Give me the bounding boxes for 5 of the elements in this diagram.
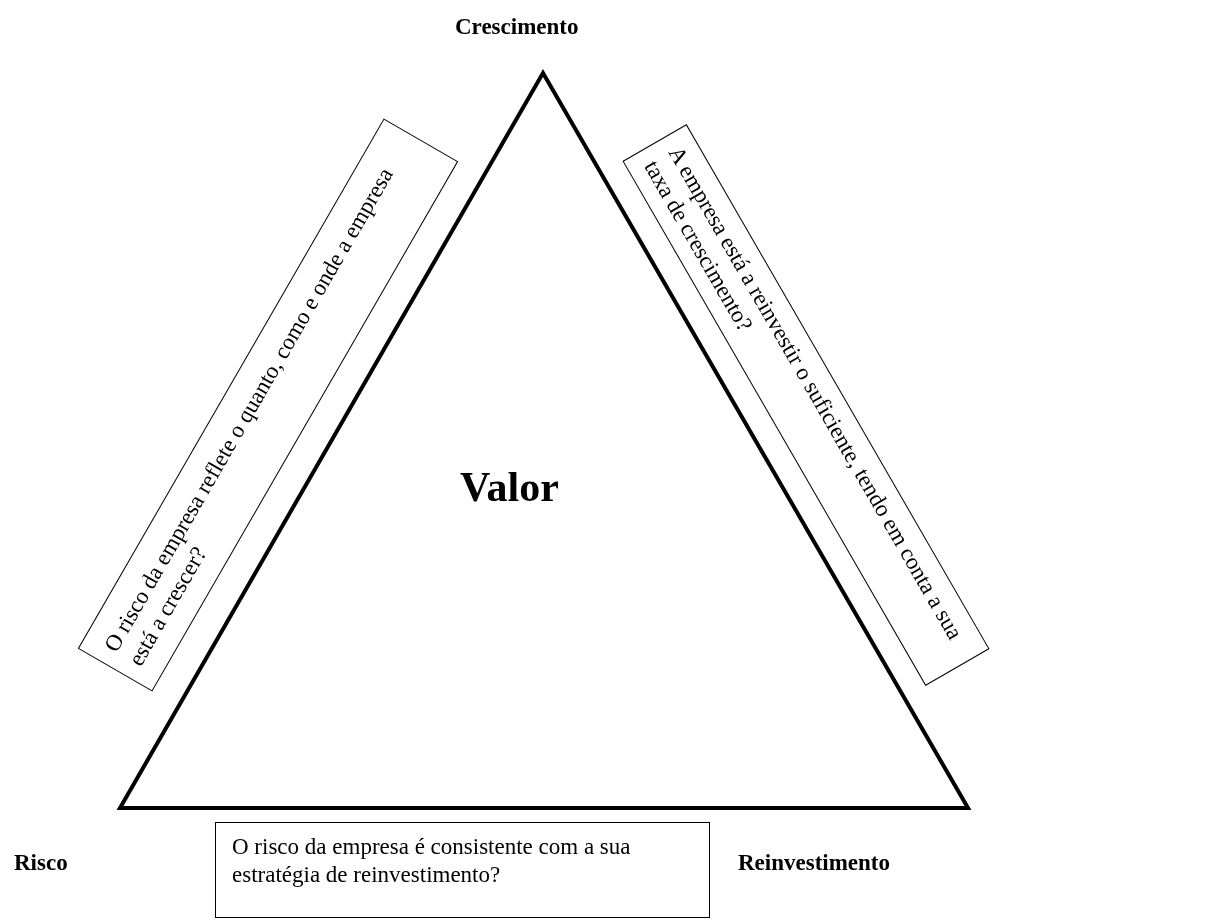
vertex-label: Risco bbox=[14, 850, 68, 876]
center-label: Valor bbox=[460, 463, 559, 511]
vertex-label: Reinvestimento bbox=[738, 850, 891, 876]
question-box: O risco da empresa é consistente com a sua estratégia de reinvestimento? bbox=[215, 822, 710, 918]
vertex-label: Crescimento bbox=[455, 14, 579, 40]
